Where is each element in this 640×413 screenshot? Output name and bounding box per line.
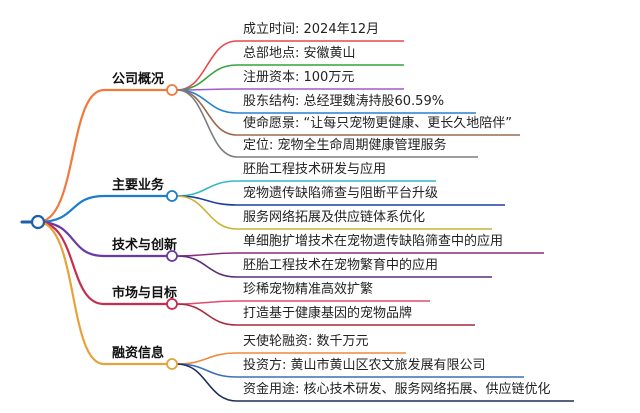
branch-label: 公司概况 xyxy=(112,72,165,87)
branch-node xyxy=(166,298,178,310)
leaf-connector xyxy=(176,252,544,257)
leaf-connector xyxy=(176,363,524,378)
leaf-connector xyxy=(176,64,404,91)
branch-label: 融资信息 xyxy=(112,346,165,361)
leaf-label: 成立时间: 2024年12月 xyxy=(243,22,380,37)
leaf-connector xyxy=(176,40,404,91)
leaf-connector xyxy=(176,300,430,305)
leaf-connector xyxy=(176,89,478,158)
root-node xyxy=(30,214,46,230)
leaf-label: 使命愿景: “让每只宠物更健康、更长久地陪伴” xyxy=(243,116,512,131)
branch-node xyxy=(166,358,178,370)
branch-node xyxy=(166,84,178,96)
leaf-label: 服务网络拓展及供应链体系优化 xyxy=(243,210,426,225)
branch-label: 技术与创新 xyxy=(112,238,178,253)
leaf-label: 胚胎工程技术在宠物繁育中的应用 xyxy=(243,258,439,273)
branch-connector xyxy=(37,220,167,258)
leaf-connector xyxy=(176,303,475,326)
leaf-label: 天使轮融资: 数千万元 xyxy=(243,334,369,349)
leaf-connector xyxy=(176,180,436,197)
leaf-label: 珍稀宠物精准高效扩繁 xyxy=(243,282,374,297)
leaf-connector xyxy=(176,195,492,230)
branch-connector xyxy=(37,220,167,306)
branch-connector xyxy=(37,88,167,224)
leaf-connector xyxy=(176,255,492,278)
branch-label: 市场与目标 xyxy=(112,286,178,301)
leaf-connector xyxy=(176,352,406,365)
leaf-connector xyxy=(176,195,505,206)
leaf-label: 宠物遗传缺陷筛查与阻断平台升级 xyxy=(243,186,439,201)
leaf-label: 胚胎工程技术研发与应用 xyxy=(243,162,387,177)
leaf-label: 股东结构: 总经理魏涛持股60.59% xyxy=(243,94,445,109)
leaf-label: 单细胞扩增技术在宠物遗传缺陷筛查中的应用 xyxy=(243,234,504,249)
leaf-label: 注册资本: 100万元 xyxy=(243,70,355,85)
leaf-label: 投资方: 黄山市黄山区农文旅发展有限公司 xyxy=(243,358,486,373)
branch-node xyxy=(166,190,178,202)
branch-node xyxy=(166,250,178,262)
leaf-connector xyxy=(176,88,404,91)
leaf-label: 总部地点: 安徽黄山 xyxy=(243,46,356,61)
branch-connector xyxy=(37,194,167,224)
leaf-connector xyxy=(176,363,574,402)
branch-connector xyxy=(37,220,167,366)
leaf-label: 定位: 宠物全生命周期健康管理服务 xyxy=(243,138,447,153)
branch-label: 主要业务 xyxy=(112,178,165,193)
leaf-label: 打造基于健康基因的宠物品牌 xyxy=(243,306,413,321)
leaf-label: 资金用途: 核心技术研发、服务网络拓展、供应链优化 xyxy=(243,382,551,397)
